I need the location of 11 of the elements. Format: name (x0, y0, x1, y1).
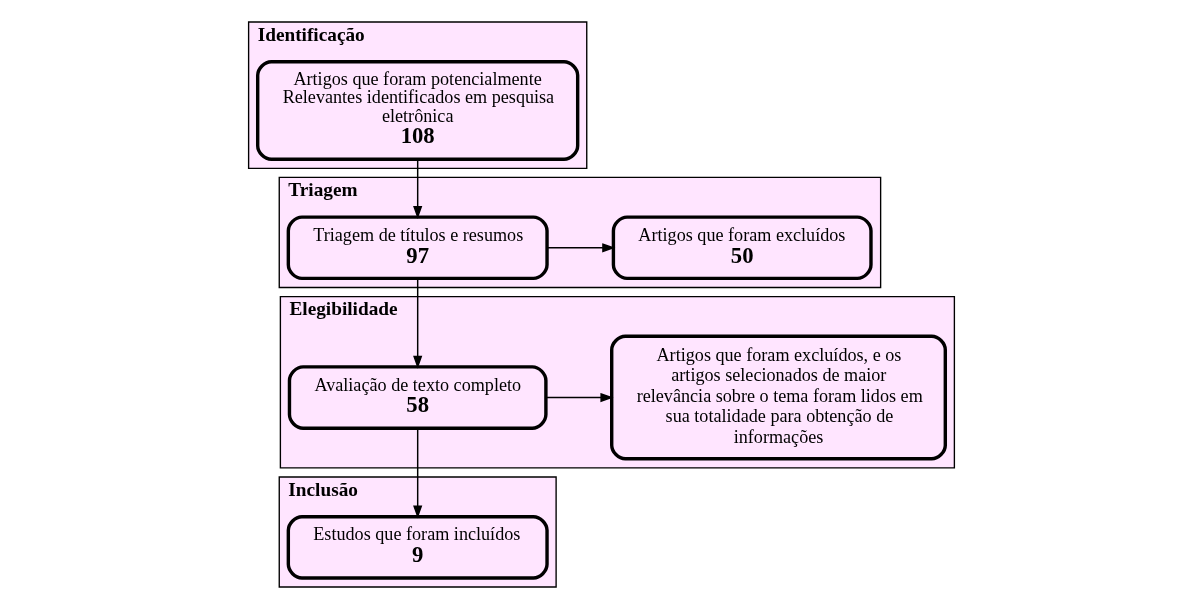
arrow (413, 158, 423, 220)
node-box: Estudos que foram incluídos 9 (286, 514, 549, 580)
arrow (413, 278, 423, 369)
node-box: Artigos que foram excluídos 50 (611, 215, 873, 281)
arrow (413, 427, 423, 519)
node-box: Triagem de títulos e resumos 97 (286, 215, 549, 281)
arrow (545, 392, 614, 403)
arrow (546, 243, 616, 253)
node-box: Artigos que foram potencialmente Relevantes identificados em pesquisa eletrônica 108 (256, 60, 580, 161)
node-box: Avaliação de texto completo 58 (287, 365, 548, 430)
node-box: Artigos que foram excluídos, e os artigos selecionados de maior relevância sobre o tema foram lidos em sua totalidade para obtenção de informações (610, 334, 947, 461)
